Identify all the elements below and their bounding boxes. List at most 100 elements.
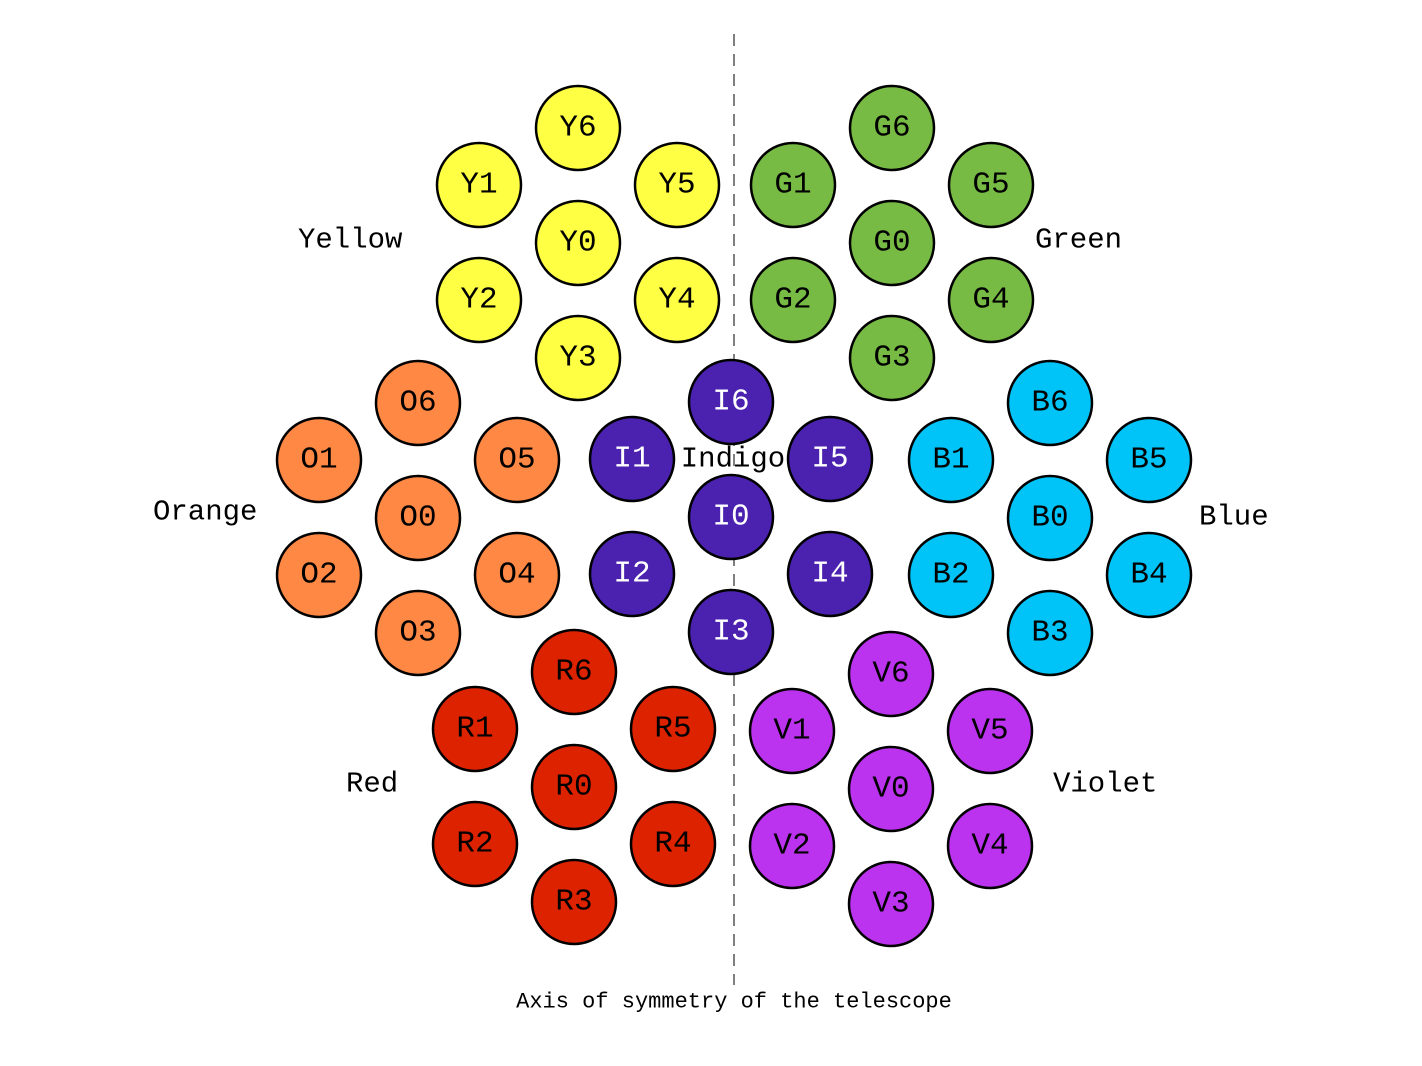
- mirror-circle: [374, 589, 462, 677]
- mirror-circles: Y0Y1Y2Y3Y4Y5Y6G0G1G2G3G4G5G6O0O1O2O3O4O5…: [275, 84, 1193, 948]
- mirror-circle: [1105, 416, 1193, 504]
- mirror-b4: B4: [1105, 531, 1193, 619]
- mirror-circle: [431, 800, 519, 888]
- mirror-label: V1: [773, 714, 810, 749]
- mirror-label: G4: [972, 283, 1009, 318]
- mirror-label: R3: [555, 885, 592, 920]
- mirror-v4: V4: [946, 802, 1034, 890]
- mirror-circle: [374, 474, 462, 562]
- mirror-circle: [633, 256, 721, 344]
- mirror-g1: G1: [749, 141, 837, 229]
- mirror-circle: [848, 84, 936, 172]
- mirror-v1: V1: [748, 687, 836, 775]
- mirror-circle: [749, 256, 837, 344]
- mirror-y5: Y5: [633, 141, 721, 229]
- mirror-label: G0: [873, 226, 910, 261]
- mirror-circle: [374, 359, 462, 447]
- mirror-circle: [473, 531, 561, 619]
- group-label-violet: Violet: [1053, 768, 1157, 801]
- mirror-i5: I5: [786, 415, 874, 503]
- mirror-circle: [1006, 589, 1094, 677]
- mirror-b6: B6: [1006, 359, 1094, 447]
- mirror-circle: [534, 314, 622, 402]
- mirror-label: R4: [654, 827, 691, 862]
- mirror-label: G1: [774, 168, 811, 203]
- mirror-label: R5: [654, 712, 691, 747]
- mirror-label: R0: [555, 770, 592, 805]
- mirror-r2: R2: [431, 800, 519, 888]
- mirror-v2: V2: [748, 802, 836, 890]
- mirror-circle: [275, 531, 363, 619]
- mirror-label: I4: [811, 557, 848, 592]
- mirror-circle: [629, 800, 717, 888]
- mirror-label: O6: [399, 386, 436, 421]
- mirror-circle: [946, 802, 1034, 890]
- mirror-circle: [431, 685, 519, 773]
- mirror-i3: I3: [687, 588, 775, 676]
- mirror-label: O0: [399, 501, 436, 536]
- mirror-i2: I2: [588, 530, 676, 618]
- mirror-circle: [847, 745, 935, 833]
- mirror-r5: R5: [629, 685, 717, 773]
- mirror-g6: G6: [848, 84, 936, 172]
- mirror-circle: [629, 685, 717, 773]
- mirror-label: V3: [872, 887, 909, 922]
- mirror-o1: O1: [275, 416, 363, 504]
- mirror-r4: R4: [629, 800, 717, 888]
- mirror-circle: [530, 858, 618, 946]
- mirror-label: B0: [1031, 501, 1068, 536]
- group-label-red: Red: [346, 768, 398, 801]
- mirror-label: O2: [300, 558, 337, 593]
- mirror-circle: [907, 531, 995, 619]
- mirror-g2: G2: [749, 256, 837, 344]
- mirror-label: R6: [555, 655, 592, 690]
- mirror-b5: B5: [1105, 416, 1193, 504]
- mirror-circle: [435, 141, 523, 229]
- mirror-y0: Y0: [534, 199, 622, 287]
- mirror-label: B3: [1031, 616, 1068, 651]
- mirror-o3: O3: [374, 589, 462, 677]
- mirror-label: Y4: [658, 283, 695, 318]
- mirror-circle: [534, 84, 622, 172]
- mirror-v0: V0: [847, 745, 935, 833]
- mirror-r1: R1: [431, 685, 519, 773]
- axis-caption: Axis of symmetry of the telescope: [516, 990, 952, 1015]
- mirror-o0: O0: [374, 474, 462, 562]
- mirror-circle: [748, 802, 836, 890]
- mirror-label: B2: [932, 558, 969, 593]
- mirror-circle: [275, 416, 363, 504]
- mirror-label: I1: [613, 442, 650, 477]
- mirror-label: I6: [712, 385, 749, 420]
- mirror-i4: I4: [786, 530, 874, 618]
- mirror-r3: R3: [530, 858, 618, 946]
- mirror-label: V2: [773, 829, 810, 864]
- mirror-label: V0: [872, 772, 909, 807]
- mirror-g5: G5: [947, 141, 1035, 229]
- mirror-circle: [1006, 359, 1094, 447]
- mirror-label: R1: [456, 712, 493, 747]
- mirror-label: B1: [932, 443, 969, 478]
- mirror-i6: I6: [687, 358, 775, 446]
- mirror-circle: [947, 256, 1035, 344]
- mirror-label: V6: [872, 657, 909, 692]
- mirror-y2: Y2: [435, 256, 523, 344]
- mirror-circle: [687, 473, 775, 561]
- mirror-circle: [847, 860, 935, 948]
- mirror-g0: G0: [848, 199, 936, 287]
- group-label-indigo: Indigo: [681, 443, 785, 476]
- mirror-circle: [749, 141, 837, 229]
- mirror-circle: [748, 687, 836, 775]
- mirror-label: V5: [971, 714, 1008, 749]
- mirror-circle: [1006, 474, 1094, 562]
- mirror-y1: Y1: [435, 141, 523, 229]
- mirror-label: Y6: [559, 111, 596, 146]
- mirror-label: O1: [300, 443, 337, 478]
- mirror-label: Y0: [559, 226, 596, 261]
- mirror-circle: [847, 630, 935, 718]
- mirror-label: Y3: [559, 341, 596, 376]
- mirror-o5: O5: [473, 416, 561, 504]
- mirror-r0: R0: [530, 743, 618, 831]
